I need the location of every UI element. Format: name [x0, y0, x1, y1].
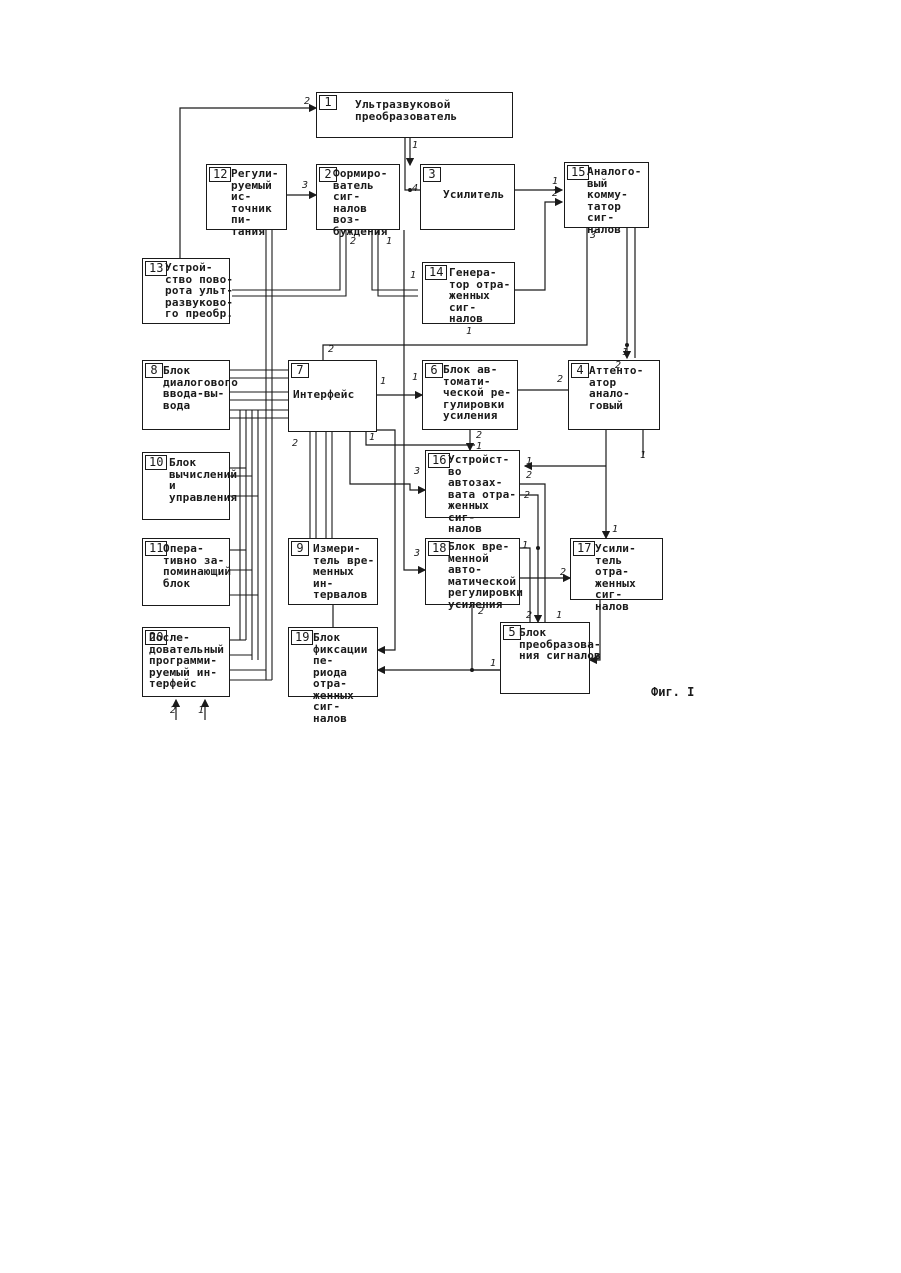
pin-label: 1 — [552, 176, 558, 187]
pin-label: 3 — [302, 180, 308, 191]
pin-label: 2 — [304, 96, 310, 107]
block-label: Усилитель — [443, 189, 504, 201]
pin-label: 1 — [198, 705, 204, 716]
block-label: Регули- руемый ис- точник пи- тания — [231, 168, 286, 237]
block-label: Интерфейс — [293, 389, 354, 401]
block-number: 9 — [291, 541, 309, 556]
block-period-fixation: 19 Блок фиксации пе- риода отра- женных … — [288, 627, 378, 697]
block-excitation-former: 2 Формиро- ватель сиг- налов воз- бужден… — [316, 164, 400, 230]
pin-label: 2 — [615, 360, 621, 371]
block-label: Блок диалогового ввода-вы- вода — [163, 365, 238, 411]
pin-label: 2 — [292, 438, 298, 449]
block-number: 12 — [209, 167, 231, 182]
pin-label: 2 — [476, 430, 482, 441]
block-label: Ультразвуковой преобразователь — [355, 99, 457, 122]
block-analog-switch: 15 Аналого- вый комму- татор сиг- налов — [564, 162, 649, 228]
pin-label: 1 — [410, 270, 416, 281]
block-interface: 7 Интерфейс — [288, 360, 377, 432]
block-label: Формиро- ватель сиг- налов воз- буждения — [333, 168, 399, 237]
block-reflected-signal-generator: 14 Генера- тор отра- женных сиг- налов — [422, 262, 515, 324]
pin-label: 1 — [380, 376, 386, 387]
pin-label: 3 — [414, 548, 420, 559]
pin-label: 1 — [412, 372, 418, 383]
pin-label: 2 — [526, 470, 532, 481]
pin-label: 3 — [414, 466, 420, 477]
block-label: Усили- тель отра- женных сиг- налов — [595, 543, 662, 612]
block-number: 3 — [423, 167, 441, 182]
pin-label: 1 — [556, 610, 562, 621]
pin-label: 1 — [594, 652, 600, 663]
block-label: Блок фиксации пе- риода отра- женных сиг… — [313, 632, 377, 724]
block-auto-capture: 16 Устройст- во автозах- вата отра- женн… — [425, 450, 520, 518]
pin-label: 2 — [560, 567, 566, 578]
pin-label: 1 — [622, 347, 628, 358]
block-number: 14 — [425, 265, 447, 280]
pin-label: 1 — [466, 326, 472, 337]
block-label: Блок вычислений и управления — [169, 457, 237, 503]
block-label: Блок вре- менной авто- матической регули… — [448, 541, 523, 610]
block-label: После- довательный программи- руемый ин-… — [149, 632, 224, 690]
block-label: Блок ав- томати- ческой ре- гулировки ус… — [443, 364, 511, 422]
block-number: 10 — [145, 455, 167, 470]
block-time-interval-meter: 9 Измери- тель вре- менных ин- тервалов — [288, 538, 378, 605]
pin-label: 3 — [590, 230, 596, 241]
block-number: 8 — [145, 363, 163, 378]
block-number: 1 — [319, 95, 337, 110]
pin-label: 2 — [328, 344, 334, 355]
block-ram: 11 Опера- тивно за- поминающий блок — [142, 538, 230, 606]
block-label: Устрой- ство пово- рота ульт- развуково-… — [165, 262, 233, 320]
block-label: Аналого- вый комму- татор сиг- налов — [587, 166, 648, 235]
pin-label: 1 — [612, 524, 618, 535]
block-label: Измери- тель вре- менных ин- тервалов — [313, 543, 377, 601]
block-label: Блок преобразова- ния сигналов — [519, 627, 601, 662]
block-number: 6 — [425, 363, 443, 378]
pin-label: 1 — [640, 450, 646, 461]
block-regulated-power-supply: 12 Регули- руемый ис- точник пи- тания — [206, 164, 287, 230]
figure-caption: Фиг. I — [651, 685, 694, 699]
block-serial-programmable-interface: 20 После- довательный программи- руемый … — [142, 627, 230, 697]
block-reflected-signal-amplifier: 17 Усили- тель отра- женных сиг- налов — [570, 538, 663, 600]
block-computing-control: 10 Блок вычислений и управления — [142, 452, 230, 520]
block-label: Устройст- во автозах- вата отра- женных … — [448, 454, 519, 535]
pin-label: 2 — [557, 374, 563, 385]
pin-label: 2 — [526, 610, 532, 621]
block-rotation-device: 13 Устрой- ство пово- рота ульт- развуко… — [142, 258, 230, 324]
block-ultrasonic-transducer: 1 Ультразвуковой преобразователь — [316, 92, 513, 138]
block-analog-attenuator: 4 Аттенто- атор анало- говый — [568, 360, 660, 430]
block-amplifier: 3 Усилитель — [420, 164, 515, 230]
block-number: 19 — [291, 630, 313, 645]
pin-label: 1 — [526, 456, 532, 467]
pin-label: 2 — [350, 236, 356, 247]
block-tgc: 18 Блок вре- менной авто- матической рег… — [425, 538, 520, 605]
pin-label: 2 — [170, 705, 176, 716]
block-signal-converter: 5 Блок преобразова- ния сигналов — [500, 622, 590, 694]
block-number: 4 — [571, 363, 589, 378]
pin-label: 1 — [522, 540, 528, 551]
pin-label: 2 — [478, 606, 484, 617]
pin-label: 1 — [386, 236, 392, 247]
pin-label: 4 — [412, 183, 418, 194]
block-dialog-io: 8 Блок диалогового ввода-вы- вода — [142, 360, 230, 430]
block-label: Аттенто- атор анало- говый — [589, 365, 659, 411]
block-label: Генера- тор отра- женных сиг- налов — [449, 267, 514, 325]
pin-label: 2 — [524, 490, 530, 501]
block-agc: 6 Блок ав- томати- ческой ре- гулировки … — [422, 360, 518, 430]
pin-label: 2 — [552, 188, 558, 199]
block-label: Опера- тивно за- поминающий блок — [163, 543, 231, 589]
pin-label: 1 — [369, 432, 375, 443]
block-number: 7 — [291, 363, 309, 378]
pin-label: 1 — [490, 658, 496, 669]
block-number: 17 — [573, 541, 595, 556]
pin-label: 1 — [476, 441, 482, 452]
pin-label: 1 — [412, 140, 418, 151]
